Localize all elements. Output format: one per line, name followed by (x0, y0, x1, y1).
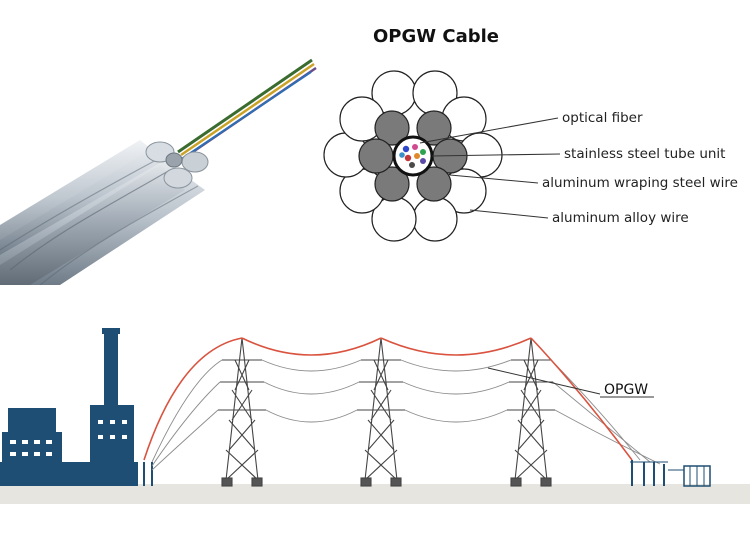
transmission-tower-3 (507, 337, 555, 487)
label-stainless-steel-tube: stainless steel tube unit (564, 146, 726, 162)
cable-body (0, 140, 209, 285)
opgw-label: OPGW (604, 382, 649, 398)
transmission-tower-2 (357, 337, 405, 487)
cross-section-diagram (323, 70, 561, 242)
opgw-leader-line (487, 367, 601, 395)
leader-lines (419, 117, 561, 219)
opgw-cable-illustration (0, 58, 317, 285)
transmission-line-scene (0, 328, 750, 504)
label-optical-fiber: optical fiber (562, 110, 643, 126)
power-plant (0, 328, 138, 486)
transmission-tower-1 (218, 337, 266, 487)
phase-conductors (151, 359, 661, 471)
substation (630, 460, 711, 487)
ground (0, 484, 750, 504)
optical-fiber-dots (399, 144, 426, 168)
optical-fiber-strands (177, 58, 317, 161)
left-gantry (143, 462, 153, 486)
label-aluminum-alloy-wire: aluminum alloy wire (552, 210, 689, 226)
label-aluminum-wraping-steel-wire: aluminum wraping steel wire (542, 175, 738, 191)
diagram-title: OPGW Cable (373, 26, 500, 47)
opgw-cable-line (143, 337, 633, 461)
